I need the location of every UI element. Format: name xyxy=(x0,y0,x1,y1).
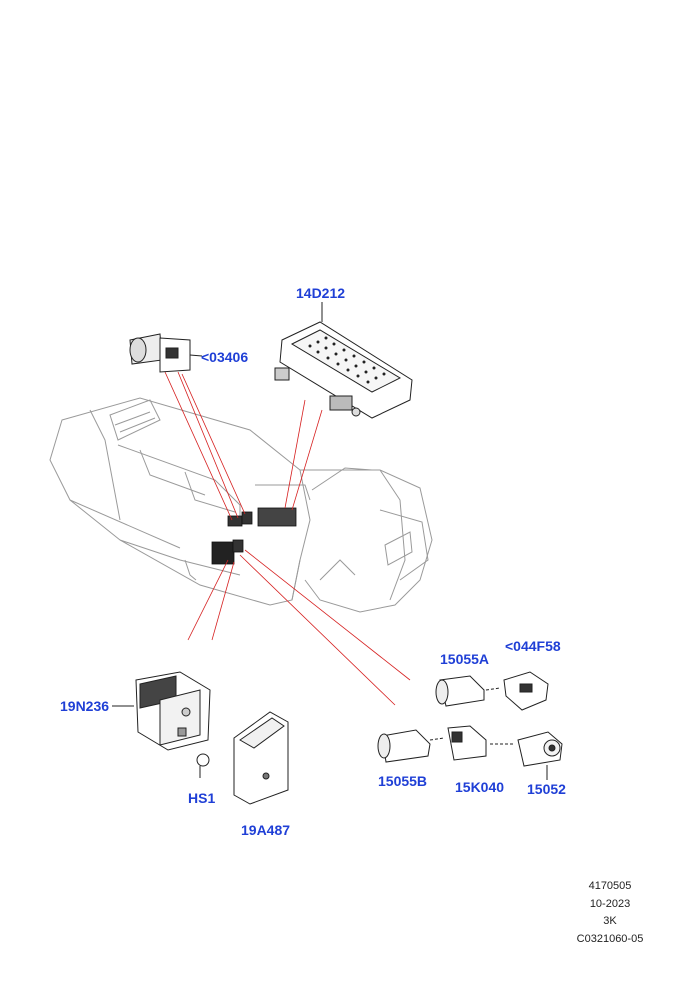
dash-15055B xyxy=(429,737,445,741)
callout-03406: <03406 xyxy=(201,349,249,365)
part-15K040 xyxy=(447,725,487,761)
console-installed-parts xyxy=(211,507,297,565)
callout-15055A: 15055A xyxy=(440,651,490,667)
part-044F58 xyxy=(503,671,549,711)
callout-15052: 15052 xyxy=(527,781,566,797)
part-19A487-cover xyxy=(233,711,289,805)
dash-15055A xyxy=(485,687,501,691)
footer-ref-line4: C0321060-05 xyxy=(576,933,644,945)
part-15055A xyxy=(435,675,485,707)
footer-ref-line2: 10-2023 xyxy=(589,898,631,910)
part-03406-switch xyxy=(129,333,191,373)
module-pin-grid xyxy=(308,336,386,384)
footer-ref-line3: 3K xyxy=(603,915,617,927)
footer-ref-line1: 4170505 xyxy=(588,880,632,892)
part-HS1-screw xyxy=(196,753,210,778)
leader-lines xyxy=(164,371,411,706)
callout-15055B: 15055B xyxy=(378,773,428,789)
callout-19N236: 19N236 xyxy=(60,698,110,714)
callout-044F58: <044F58 xyxy=(505,638,561,654)
callout-19A487: 19A487 xyxy=(241,822,291,838)
part-14D212-module xyxy=(274,321,413,419)
part-15052 xyxy=(517,731,563,767)
callout-14D212: 14D212 xyxy=(296,285,346,301)
callout-15K040: 15K040 xyxy=(455,779,505,795)
leader-03406 xyxy=(189,354,203,357)
part-19N236-assembly xyxy=(135,671,211,751)
part-15055B xyxy=(377,729,431,763)
callout-HS1: HS1 xyxy=(188,790,216,806)
